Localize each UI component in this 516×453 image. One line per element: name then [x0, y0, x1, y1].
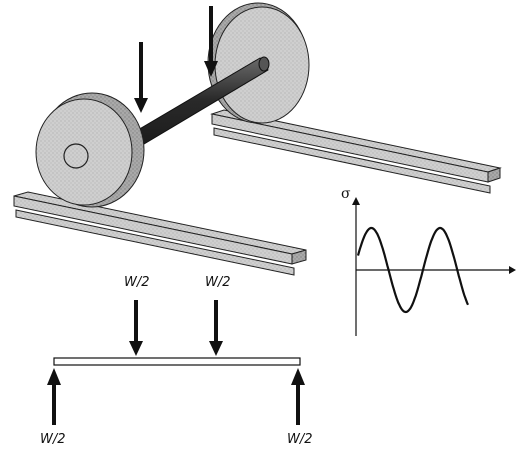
- reaction-arrow-right: [291, 368, 305, 425]
- sigma-axis-arrowhead: [352, 197, 360, 205]
- rail-back: [210, 109, 502, 194]
- wheelset-illustration: [13, 2, 502, 276]
- rail-front: [13, 191, 307, 276]
- beam: [53, 357, 301, 366]
- load-arrow-right: [209, 300, 223, 356]
- wheel-front: [35, 92, 145, 208]
- load-arrow-left: [129, 300, 143, 356]
- load-arrow-axle-right: [204, 6, 218, 77]
- load-label-left: W/2: [124, 275, 150, 290]
- reaction-label-right: W/2: [287, 432, 313, 447]
- load-label-right: W/2: [205, 275, 231, 290]
- stress-plot: σ: [341, 186, 516, 336]
- reaction-arrow-left: [47, 368, 61, 425]
- reaction-label-left: W/2: [40, 432, 66, 447]
- sigma-axis-label: σ: [341, 186, 351, 202]
- stress-curve: [356, 226, 470, 314]
- free-body-diagram: W/2 W/2 W/2 W/2: [40, 275, 313, 447]
- time-axis-arrowhead: [509, 266, 516, 274]
- load-arrow-axle-left: [134, 42, 148, 113]
